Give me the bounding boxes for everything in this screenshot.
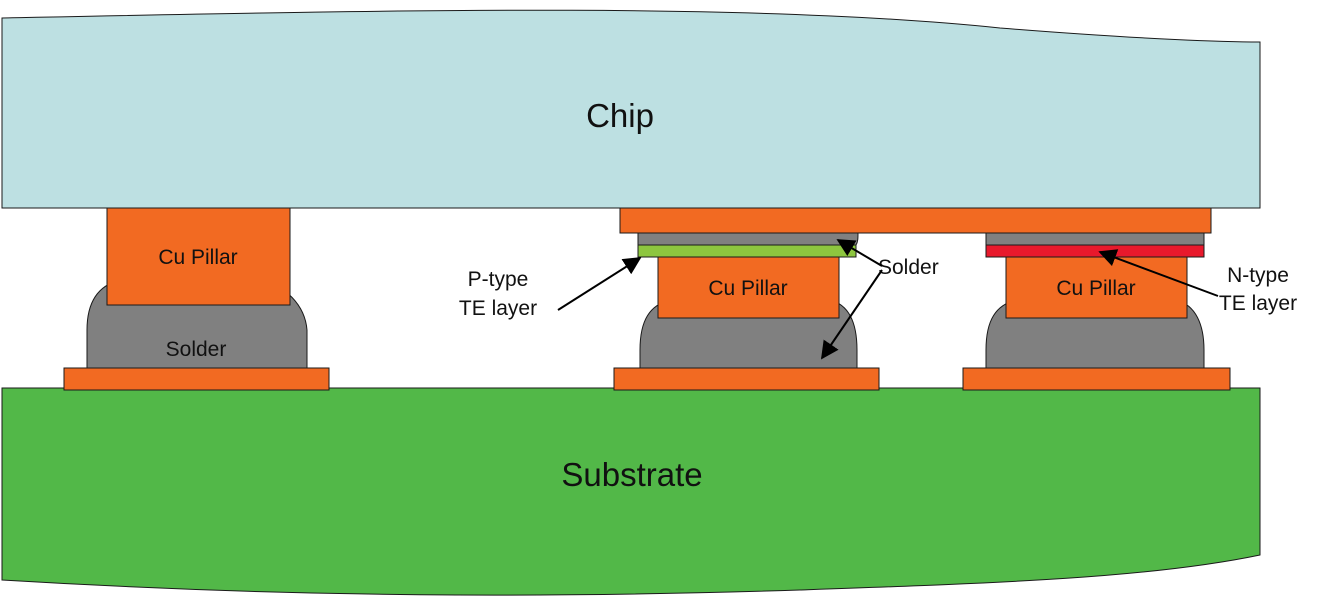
substrate-pad-3 [962,367,1231,391]
substrate-body [1,387,1261,596]
cu-pillar-label-3: Cu Pillar [1056,277,1135,300]
cu-pillar-1 [106,207,291,306]
p-type-te-layer [637,244,857,258]
solder-callout-label: Solder [878,256,939,279]
n-type-label-line1: N-type [1227,264,1289,287]
p-type-label-line1: P-type [468,268,529,291]
cu-pillar-3 [1005,256,1188,319]
substrate-pad-2 [613,367,880,391]
n-type-label-line2: TE layer [1219,292,1297,315]
cu-pillar-2 [657,256,840,319]
cu-pillar-label-1: Cu Pillar [158,246,237,269]
chip-body [1,9,1261,209]
n-type-te-layer [985,244,1205,258]
chip-label: Chip [586,97,654,134]
substrate-label: Substrate [561,456,702,493]
n-type-arrow [1098,249,1219,297]
solder-label-left: Solder [166,338,227,361]
solder-arrow-top [836,239,883,267]
solder-layer-top-2 [637,232,859,246]
solder-layer-top-3 [985,232,1205,246]
solder-arrow-bottom [820,269,883,360]
chip-pad-shared [619,207,1212,234]
p-type-arrow [557,257,642,311]
cu-pillar-label-2: Cu Pillar [708,277,787,300]
p-type-label-line2: TE layer [459,297,537,320]
substrate-pad-1 [63,367,330,391]
